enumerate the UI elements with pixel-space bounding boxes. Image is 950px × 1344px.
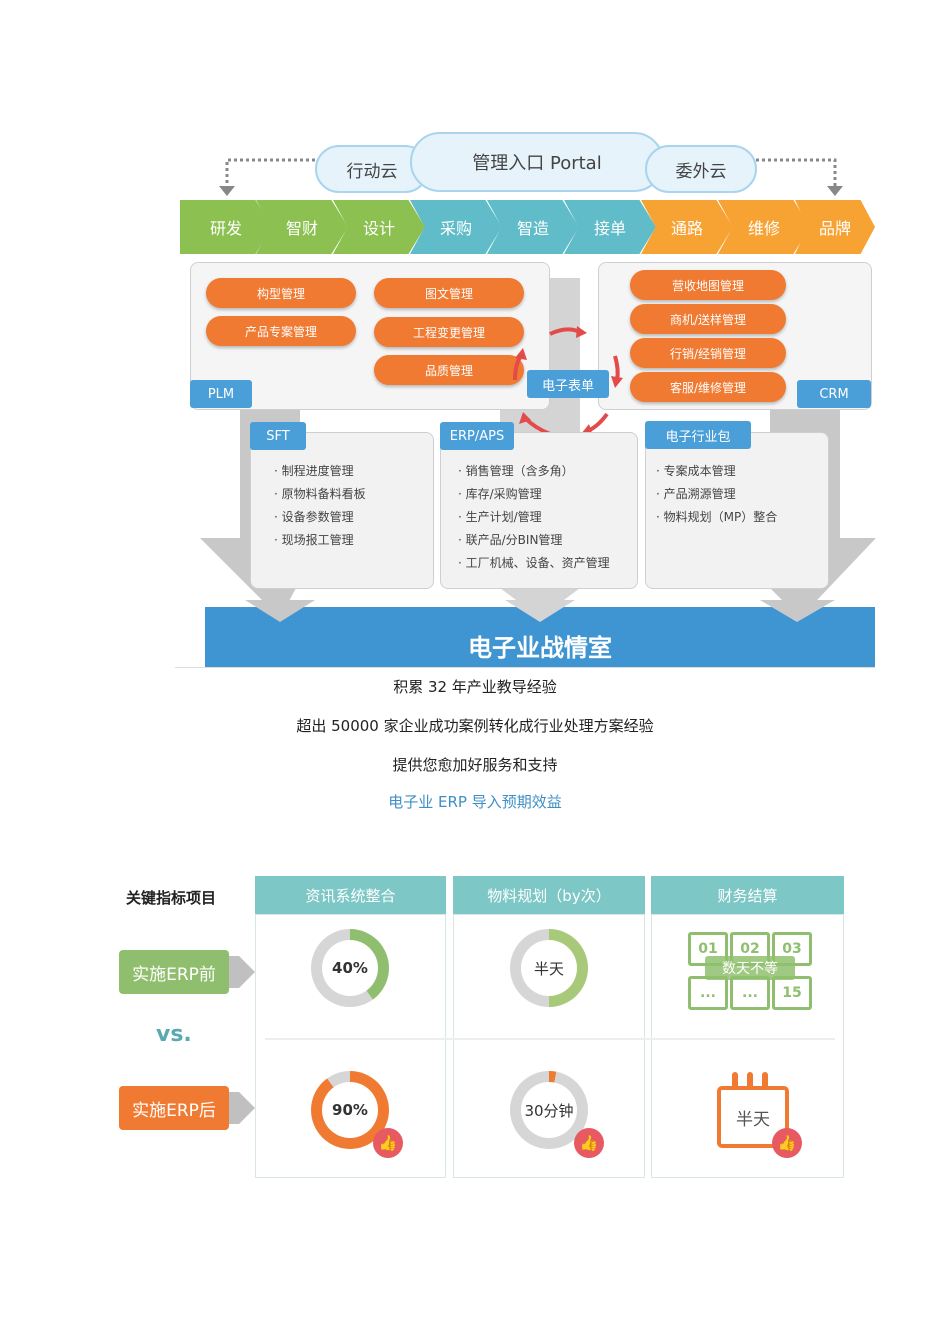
cloud-center: 管理入口 Portal bbox=[410, 132, 664, 192]
table-corner: 关键指标项目 bbox=[126, 889, 217, 907]
after-arrow bbox=[229, 1092, 255, 1124]
sft-label: SFT bbox=[250, 422, 306, 450]
planning-before-value: 半天 bbox=[521, 940, 577, 996]
eform-label: 电子表单 bbox=[527, 370, 609, 398]
integration-before-value: 40% bbox=[322, 940, 378, 996]
divider bbox=[175, 667, 875, 668]
header-planning: 物料规划（by次） bbox=[453, 876, 645, 914]
caption-line-1: 积累 32 年产业教导经验 bbox=[393, 678, 557, 696]
caption-line-3: 提供您愈加好服务和支持 bbox=[392, 756, 558, 774]
chevron-1: 智财 bbox=[256, 200, 348, 254]
plm-item: 品质管理 bbox=[374, 355, 524, 385]
crm-label: CRM bbox=[797, 380, 871, 408]
chevron-4: 智造 bbox=[487, 200, 579, 254]
erp-item: 联产品/分BIN管理 bbox=[458, 529, 610, 552]
caption-link[interactable]: 电子业 ERP 导入预期效益 bbox=[388, 793, 562, 811]
industry-list: 专案成本管理 产品溯源管理 物料规划（MP）整合 bbox=[656, 460, 778, 529]
plm-item: 产品专案管理 bbox=[206, 316, 356, 346]
erp-item: 库存/采购管理 bbox=[458, 483, 610, 506]
caption-line-2: 超出 50000 家企业成功案例转化成行业处理方案经验 bbox=[296, 717, 654, 735]
finance-after-value: 半天 bbox=[717, 1086, 789, 1148]
before-label: 实施ERP前 bbox=[119, 950, 229, 994]
thumbs-up-icon: 👍 bbox=[373, 1128, 403, 1158]
calendar-icon: ... bbox=[730, 976, 770, 1010]
chevron-7: 维修 bbox=[718, 200, 810, 254]
finance-before-value: 数天不等 bbox=[705, 956, 795, 980]
sft-item: 制程进度管理 bbox=[274, 460, 366, 483]
thumbs-up-icon: 👍 bbox=[574, 1128, 604, 1158]
sft-item: 现场报工管理 bbox=[274, 529, 366, 552]
sft-list: 制程进度管理 原物料备料看板 设备参数管理 现场报工管理 bbox=[274, 460, 366, 552]
crm-item: 行销/经销管理 bbox=[630, 338, 786, 368]
calendar-icon: ... bbox=[688, 976, 728, 1010]
crm-item: 营收地图管理 bbox=[630, 270, 786, 300]
chevron-2: 设计 bbox=[333, 200, 425, 254]
row-divider bbox=[265, 1038, 835, 1040]
plm-item: 图文管理 bbox=[374, 278, 524, 308]
erp-item: 生产计划/管理 bbox=[458, 506, 610, 529]
before-arrow bbox=[229, 956, 255, 988]
dotted-arrows bbox=[219, 158, 843, 196]
erp-label: ERP/APS bbox=[440, 422, 514, 450]
chevron-6: 通路 bbox=[641, 200, 733, 254]
after-label: 实施ERP后 bbox=[119, 1086, 229, 1130]
thumbs-up-icon: 👍 bbox=[772, 1128, 802, 1158]
calendar-rings-icon bbox=[732, 1072, 768, 1090]
industry-label: 电子行业包 bbox=[645, 421, 751, 449]
erp-item: 工厂机械、设备、资产管理 bbox=[458, 552, 610, 575]
plm-label: PLM bbox=[190, 380, 252, 408]
sft-item: 设备参数管理 bbox=[274, 506, 366, 529]
calendar-icon: 15 bbox=[772, 976, 812, 1010]
integration-after-donut: 90% bbox=[311, 1071, 389, 1149]
chevron-0: 研发 bbox=[180, 200, 272, 254]
integration-after-value: 90% bbox=[322, 1082, 378, 1138]
banner-notches bbox=[245, 600, 835, 622]
erp-list: 销售管理（含多角） 库存/采购管理 生产计划/管理 联产品/分BIN管理 工厂机… bbox=[458, 460, 610, 575]
chevron-8: 品牌 bbox=[795, 200, 875, 254]
planning-after-donut: 30分钟 bbox=[510, 1071, 588, 1149]
integration-before-donut: 40% bbox=[311, 929, 389, 1007]
planning-before-donut: 半天 bbox=[510, 929, 588, 1007]
industry-item: 产品溯源管理 bbox=[656, 483, 777, 506]
crm-item: 客服/维修管理 bbox=[630, 372, 786, 402]
header-finance: 财务结算 bbox=[651, 876, 844, 914]
vs-label: vs. bbox=[156, 1022, 192, 1047]
sft-item: 原物料备料看板 bbox=[274, 483, 366, 506]
plm-item: 构型管理 bbox=[206, 278, 356, 308]
banner-title: 电子业战情室 bbox=[468, 633, 612, 662]
crm-item: 商机/送样管理 bbox=[630, 304, 786, 334]
erp-item: 销售管理（含多角） bbox=[458, 460, 610, 483]
plm-item: 工程变更管理 bbox=[374, 317, 524, 347]
chevron-5: 接单 bbox=[564, 200, 656, 254]
cloud-right: 委外云 bbox=[645, 145, 757, 193]
header-integration: 资讯系统整合 bbox=[255, 876, 446, 914]
chevron-3: 采购 bbox=[410, 200, 502, 254]
planning-after-value: 30分钟 bbox=[521, 1082, 577, 1138]
industry-item: 物料规划（MP）整合 bbox=[656, 506, 778, 529]
industry-item: 专案成本管理 bbox=[656, 460, 777, 483]
